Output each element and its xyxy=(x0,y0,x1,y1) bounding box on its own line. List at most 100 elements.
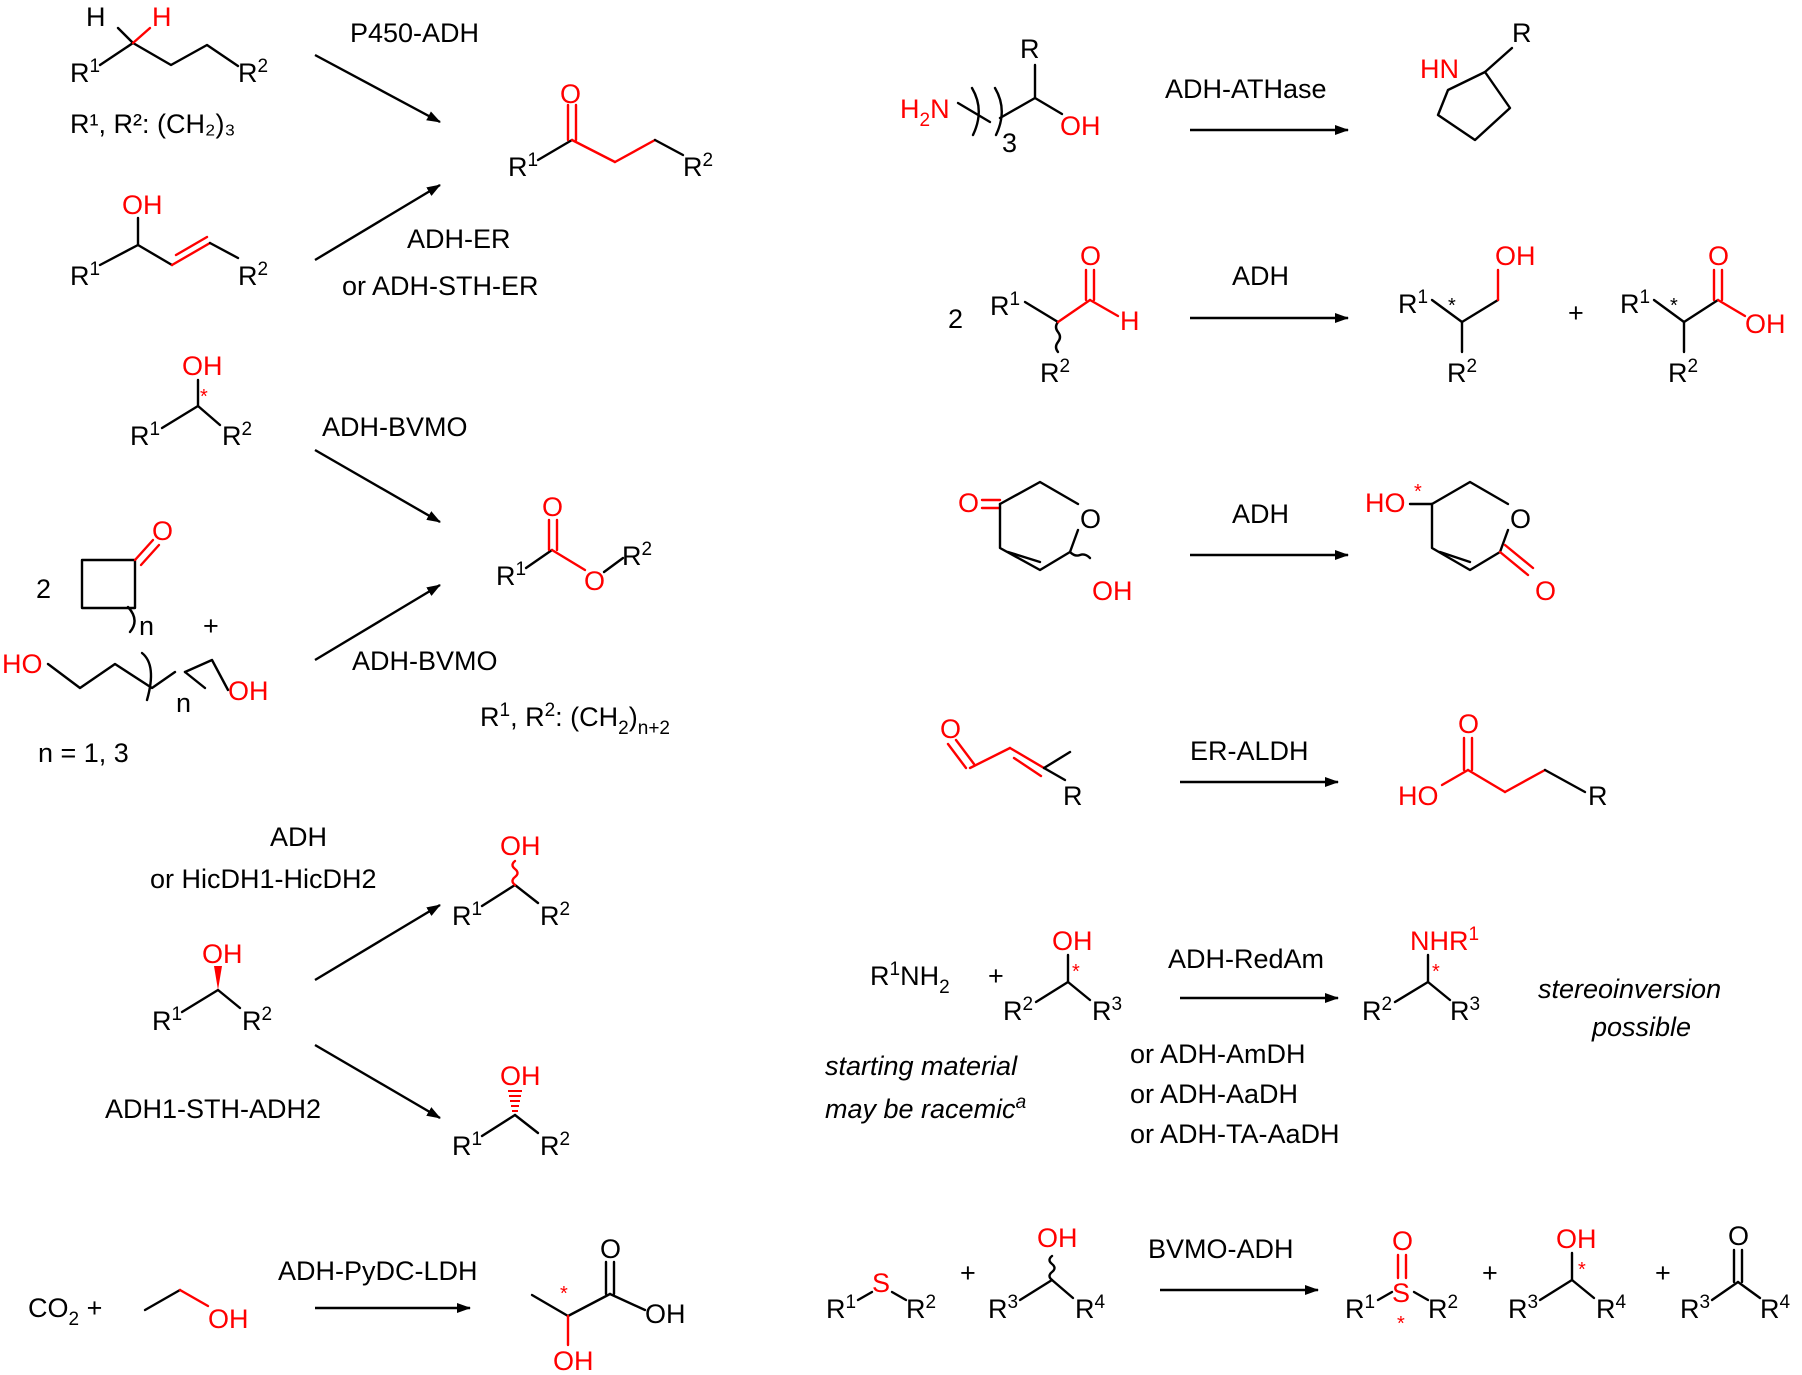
svg-text:OH: OH xyxy=(500,831,541,861)
inverted-alcohol-product: R1 R2 OH xyxy=(452,1061,570,1161)
enzyme-p450-adh: P450-ADH xyxy=(350,18,479,48)
svg-text:R3: R3 xyxy=(988,1292,1018,1324)
svg-text:OH: OH xyxy=(553,1346,594,1375)
co2-reactant: CO2 + xyxy=(28,1293,102,1330)
svg-text:R3: R3 xyxy=(1450,994,1480,1026)
svg-text:S: S xyxy=(872,1268,890,1298)
ketone-byproduct: R3 O R4 xyxy=(1680,1221,1791,1324)
reaction-lactate-formation: CO2 + OH ADH-PyDC-LDH O OH OH * xyxy=(28,1234,686,1375)
svg-text:R4: R4 xyxy=(1760,1292,1791,1324)
svg-text:R1: R1 xyxy=(452,1129,482,1161)
enzyme-adh-amdh: or ADH-AmDH xyxy=(1130,1039,1306,1069)
amino-alcohol-substrate: H2N 3 R OH xyxy=(900,34,1101,158)
enzyme-bvmo-adh: BVMO-ADH xyxy=(1148,1234,1294,1264)
svg-text:R2: R2 xyxy=(222,419,252,451)
svg-text:R2: R2 xyxy=(540,899,570,931)
svg-text:*: * xyxy=(1072,961,1080,983)
plus-sign: + xyxy=(203,611,219,641)
svg-text:n: n xyxy=(139,611,154,641)
svg-text:*: * xyxy=(1397,1313,1405,1335)
aldehyde-substrate: R1 R2 O H xyxy=(990,241,1140,388)
pyranone-product: HO * O O xyxy=(1365,480,1556,606)
enzyme-adh-sth-er: or ADH-STH-ER xyxy=(342,271,539,301)
racemic-note: starting material xyxy=(825,1051,1018,1081)
svg-text:OH: OH xyxy=(122,190,163,220)
svg-text:R2: R2 xyxy=(622,539,652,571)
svg-text:3: 3 xyxy=(1002,128,1017,158)
svg-text:OH: OH xyxy=(182,351,223,381)
pyrrolidine-product: HN R xyxy=(1420,18,1532,142)
svg-text:O: O xyxy=(584,566,605,596)
enantiopure-alcohol-product: R3 R4 OH * xyxy=(1508,1224,1627,1324)
svg-text:OH: OH xyxy=(500,1061,541,1091)
ester-condition: R1, R2: (CH2)n+2 xyxy=(480,700,670,739)
enzyme-adh-bvmo-bottom: ADH-BVMO xyxy=(352,646,498,676)
svg-text:R2: R2 xyxy=(1362,994,1392,1026)
svg-text:OH: OH xyxy=(1092,576,1133,606)
sulfide-substrate: R1 S R2 xyxy=(826,1268,936,1324)
enzyme-adh-pyranone: ADH xyxy=(1232,499,1289,529)
svg-text:R1: R1 xyxy=(452,899,482,931)
svg-text:R2: R2 xyxy=(242,1004,272,1036)
svg-text:O: O xyxy=(152,516,173,546)
reaction-stereo-inversion: ADH or HicDH1-HicDH2 R1 R2 OH ADH1-STH-A… xyxy=(105,822,570,1161)
reaction-ketone-formation: R1 R2 H H R¹, R²: (CH₂)₃ R1 R2 OH P450-A… xyxy=(70,2,713,301)
svg-text:O: O xyxy=(1535,576,1556,606)
enzyme-hicdh1-hicdh2: or HicDH1-HicDH2 xyxy=(150,864,377,894)
reaction-amination: R1NH2 + R2 R3 OH * ADH-RedAm or ADH-AmDH… xyxy=(825,924,1721,1149)
svg-text:H: H xyxy=(86,2,106,32)
svg-text:O: O xyxy=(1510,504,1531,534)
sulfoxidation-plus-sign: + xyxy=(960,1258,976,1288)
ethanol-substrate: OH xyxy=(143,1288,249,1334)
svg-text:R: R xyxy=(1020,34,1040,64)
n-definition: n = 1, 3 xyxy=(38,738,129,768)
svg-text:O: O xyxy=(1080,241,1101,271)
svg-text:S: S xyxy=(1392,1278,1410,1308)
svg-text:R2: R2 xyxy=(683,150,713,182)
enzyme-adh-pydc-ldh: ADH-PyDC-LDH xyxy=(278,1256,478,1286)
svg-text:OH: OH xyxy=(1052,926,1093,956)
svg-text:R3: R3 xyxy=(1680,1292,1710,1324)
svg-text:O: O xyxy=(940,714,961,744)
svg-text:H2N: H2N xyxy=(900,94,950,131)
enzyme-adh1-sth-adh2: ADH1-STH-ADH2 xyxy=(105,1094,321,1124)
svg-text:HO: HO xyxy=(1365,488,1406,518)
svg-text:*: * xyxy=(1414,481,1422,503)
svg-text:R2: R2 xyxy=(1040,356,1070,388)
svg-text:O: O xyxy=(542,492,563,522)
svg-text:R4: R4 xyxy=(1596,1292,1627,1324)
svg-text:OH: OH xyxy=(208,1304,249,1334)
svg-text:*: * xyxy=(200,386,208,408)
reaction-sulfoxidation: R1 S R2 + R3 R4 OH BVMO-ADH R1 S O R2 * xyxy=(826,1221,1791,1335)
racemic-alcohol-substrate: R3 R4 OH xyxy=(988,1223,1106,1324)
enzyme-adh-ta-aadh: or ADH-TA-AaDH xyxy=(1130,1119,1340,1149)
cyclic-ketone-substrate: 2 O n xyxy=(36,516,173,641)
enzyme-adh: ADH xyxy=(270,822,327,852)
secondary-alcohol-substrate: R1 R2 OH * xyxy=(130,351,252,451)
svg-text:R1: R1 xyxy=(826,1292,856,1324)
svg-text:R: R xyxy=(1588,781,1608,811)
svg-text:*: * xyxy=(1578,1259,1586,1281)
enzyme-adh-er: ADH-ER xyxy=(407,224,511,254)
svg-text:HO: HO xyxy=(2,649,43,679)
svg-text:R2: R2 xyxy=(1003,994,1033,1026)
svg-text:R2: R2 xyxy=(1447,356,1477,388)
svg-text:O: O xyxy=(1708,241,1729,271)
svg-text:R1: R1 xyxy=(152,1004,182,1036)
svg-text:O: O xyxy=(1392,1226,1413,1256)
reaction-pyranone: O O OH ADH HO * O O xyxy=(958,480,1556,606)
racemic-note-line2: may be racemica xyxy=(825,1092,1026,1124)
svg-text:R4: R4 xyxy=(1075,1292,1106,1324)
ester-product: R1 O O R2 xyxy=(496,492,652,596)
enzyme-adh-bvmo-top: ADH-BVMO xyxy=(322,412,468,442)
svg-text:R2: R2 xyxy=(1428,1292,1458,1324)
enzyme-adh-redam: ADH-RedAm xyxy=(1168,944,1324,974)
enzyme-er-aldh: ER-ALDH xyxy=(1190,736,1309,766)
amination-alcohol-substrate: R2 R3 OH * xyxy=(1003,926,1122,1026)
svg-text:OH: OH xyxy=(1037,1223,1078,1253)
reaction-enal-to-acid: O R ER-ALDH HO O R xyxy=(940,709,1608,811)
svg-text:H: H xyxy=(152,2,172,32)
svg-text:R1: R1 xyxy=(70,56,100,88)
svg-text:R: R xyxy=(1063,781,1083,811)
stereoinversion-note-line2: possible xyxy=(1591,1012,1691,1042)
